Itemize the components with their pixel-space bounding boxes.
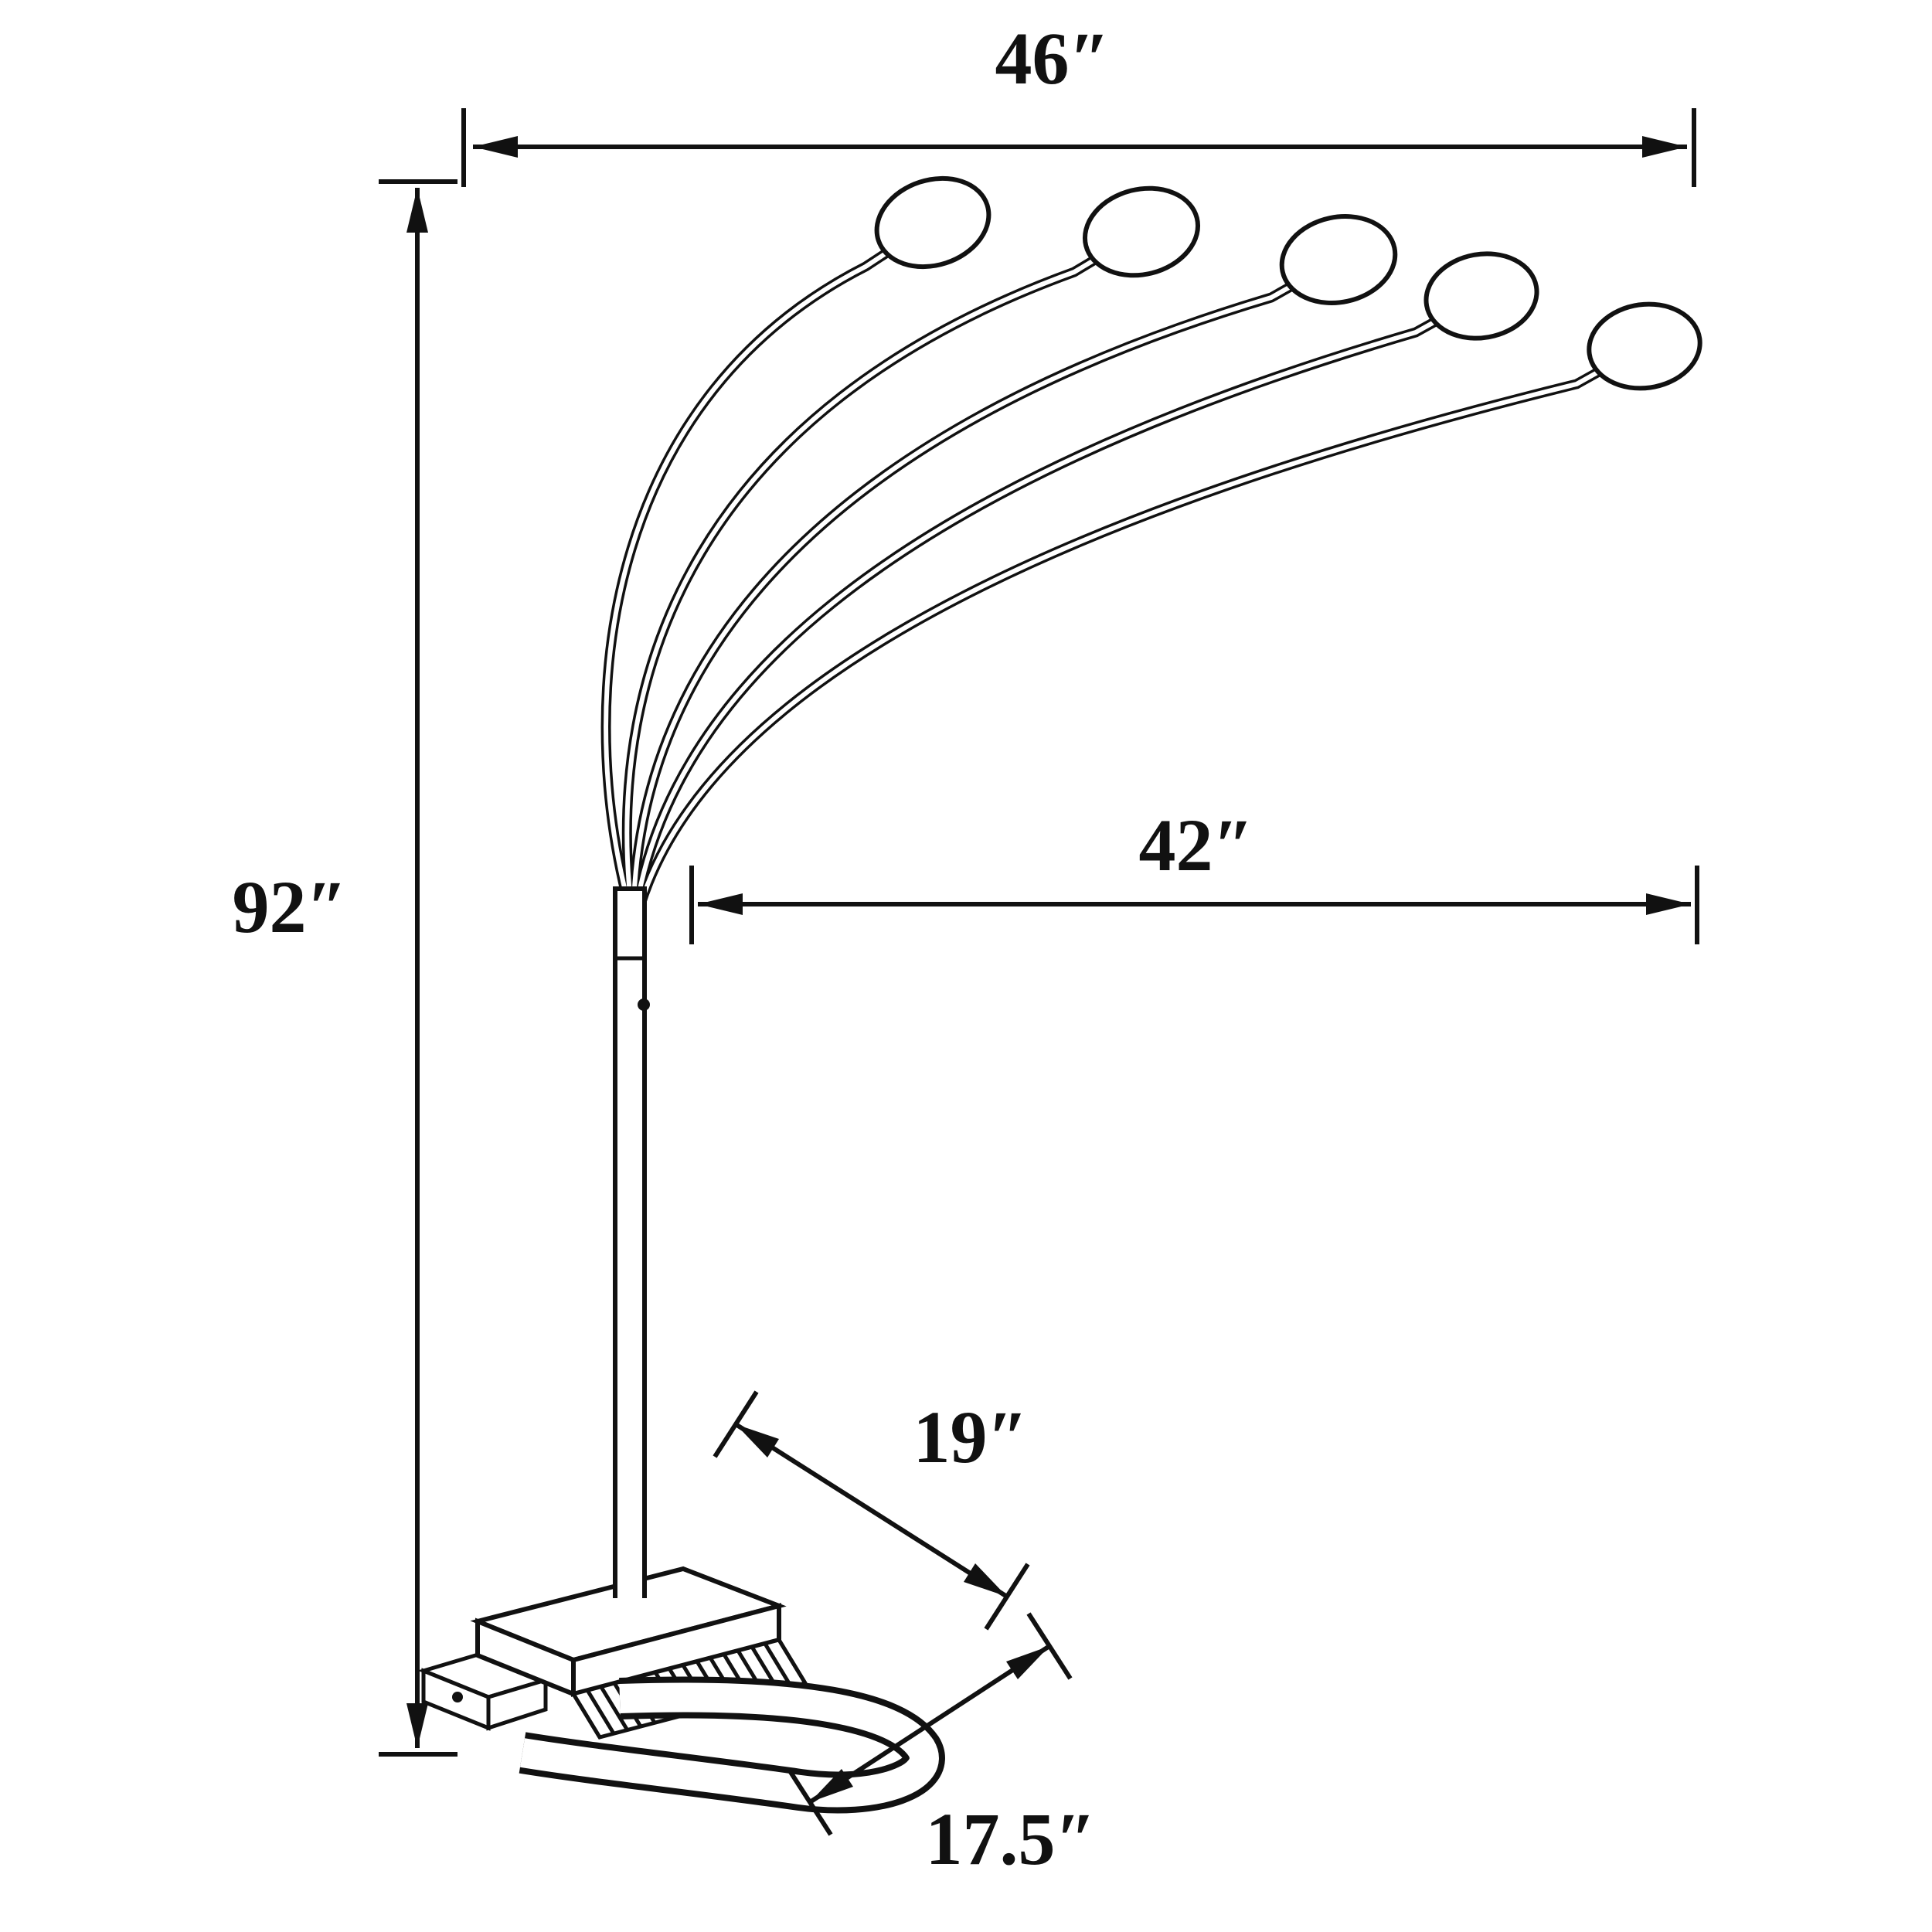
dim-label-overall-height: 92″ xyxy=(232,866,347,948)
lamp-head-5 xyxy=(1587,301,1702,391)
lamp-pole xyxy=(613,886,650,1598)
lamp-arm-2-inner xyxy=(624,230,1143,903)
lamp-heads xyxy=(874,175,1702,391)
arrowhead-downright-icon xyxy=(964,1563,1007,1597)
lamp-head-4 xyxy=(1423,251,1539,341)
base-screw-dot xyxy=(452,1692,463,1702)
dim-label-arm-reach: 42″ xyxy=(1138,804,1253,886)
lamp-arm-5-inner xyxy=(638,344,1646,907)
arrowhead-down-icon xyxy=(406,1703,428,1748)
lamp-arm-3-inner xyxy=(631,257,1340,904)
u-tube-inner xyxy=(519,1682,939,1808)
arrowhead-left-icon xyxy=(698,893,743,915)
dim-arm-reach: 42″ xyxy=(689,804,1699,944)
pole-body xyxy=(613,886,647,1598)
dim-label-overall-width: 46″ xyxy=(995,17,1110,100)
dim-base-depth-line xyxy=(734,1422,1009,1599)
lamp-head-1 xyxy=(874,175,992,270)
lamp-drawing xyxy=(417,175,1702,1814)
lamp-arm-4-inner xyxy=(634,294,1483,906)
pole-switch-dot xyxy=(638,998,650,1011)
dim-overall-height: 92″ xyxy=(232,179,457,1757)
arrowhead-right-icon xyxy=(1646,893,1691,915)
lamp-arm-4 xyxy=(631,291,1485,906)
arrowhead-upright-icon xyxy=(1006,1646,1049,1679)
dim-base-depth: 19″ xyxy=(713,1390,1030,1631)
base-u-tube xyxy=(519,1676,945,1814)
arrowhead-left-icon xyxy=(473,136,518,158)
arrowhead-up-icon xyxy=(406,188,428,233)
arrowhead-right-icon xyxy=(1642,136,1687,158)
dim-base-width: 17.5″ xyxy=(787,1612,1097,1880)
lamp-head-3 xyxy=(1279,214,1398,305)
lamp-arm-1-inner xyxy=(604,220,934,901)
dim-base-width-line xyxy=(808,1644,1051,1804)
dim-overall-width: 46″ xyxy=(461,17,1696,187)
dim-label-base-width: 17.5″ xyxy=(925,1798,1096,1880)
arrowhead-upleft-icon xyxy=(736,1424,779,1458)
lamp-head-2 xyxy=(1082,185,1201,278)
base-step-right-face xyxy=(486,1677,548,1731)
arrowhead-downleft-icon xyxy=(810,1769,853,1802)
lamp-arms xyxy=(600,218,1648,908)
dim-label-base-depth: 19″ xyxy=(913,1396,1028,1478)
